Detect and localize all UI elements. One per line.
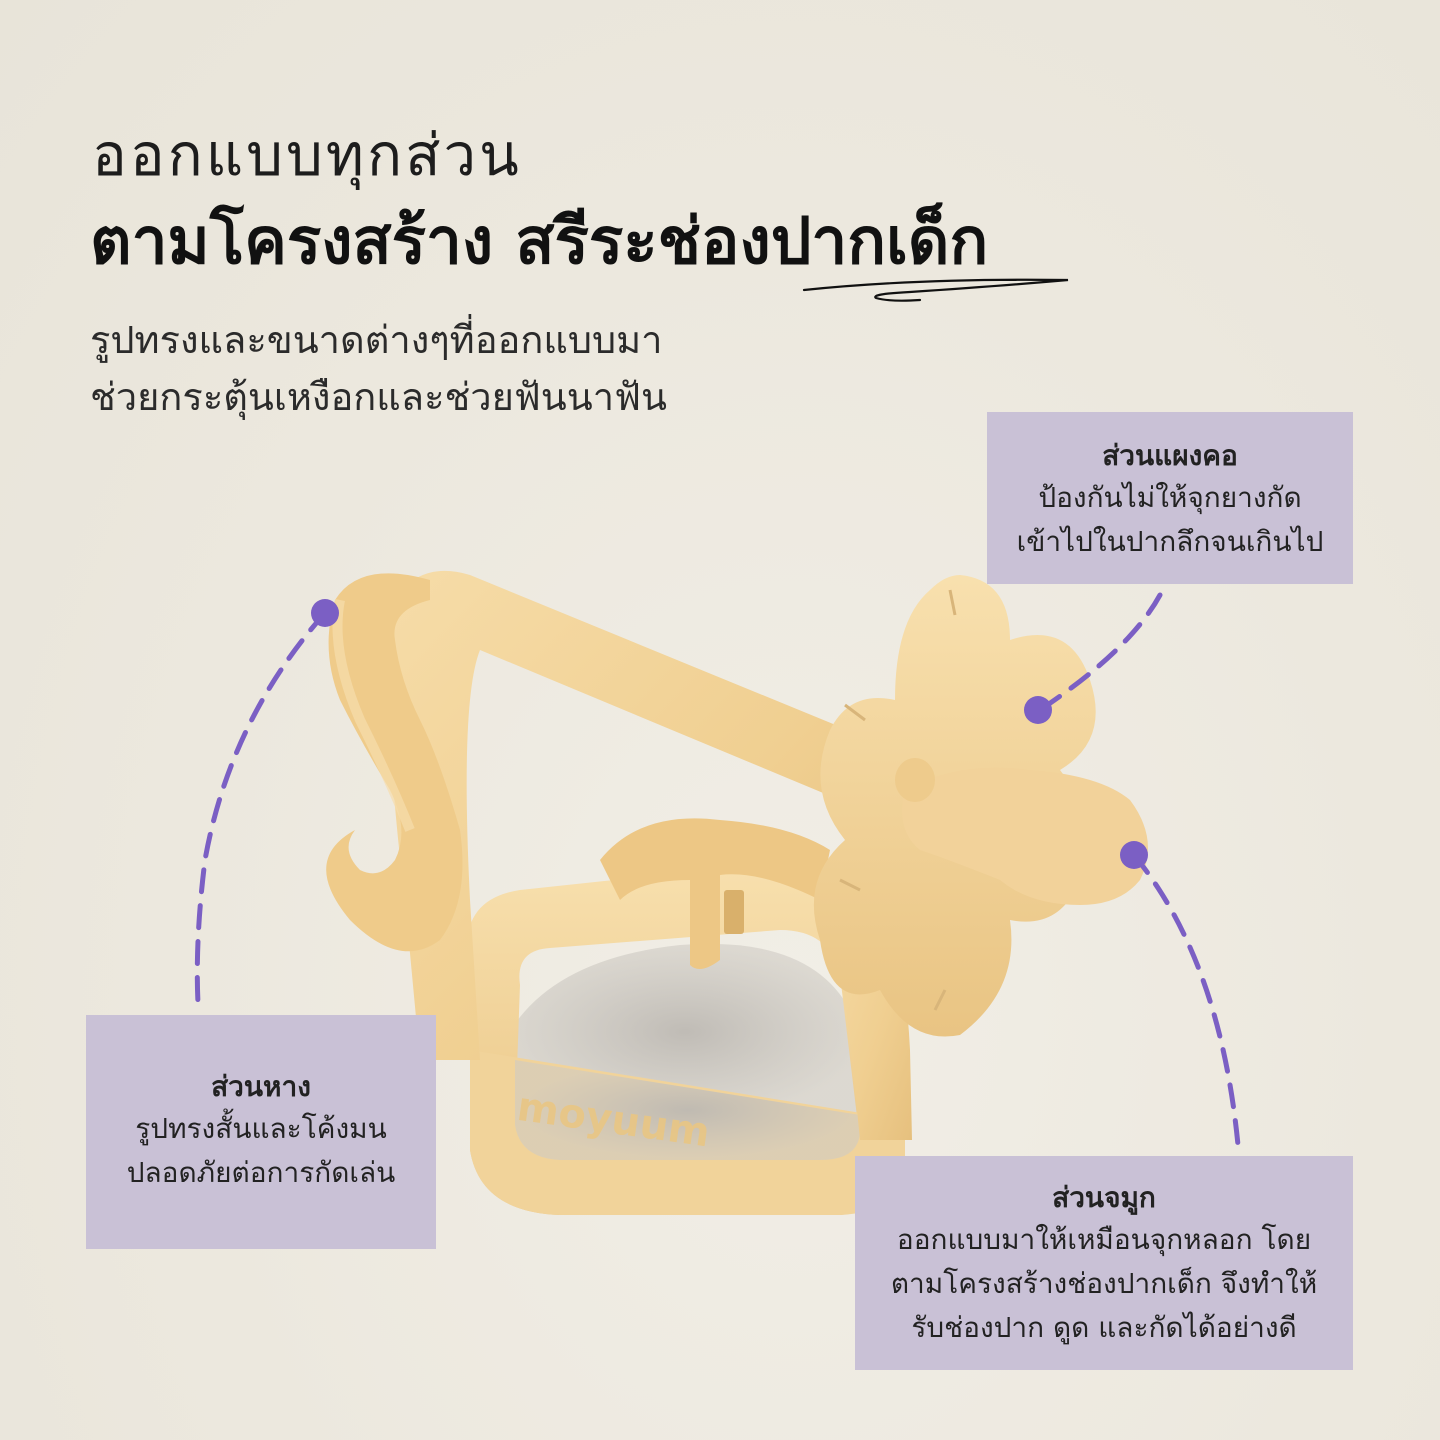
left-pillar	[389, 570, 860, 1060]
callout-nose-line-2: ตามโครงสร้างช่องปากเด็ก จึงทำให้	[890, 1267, 1318, 1300]
connector-nose	[1131, 852, 1241, 1148]
connector-neck	[1037, 592, 1163, 713]
callout-neck: ส่วนแผงคอ ป้องกันไม่ให้จุกยางกัด เข้าไปใ…	[987, 412, 1353, 584]
tail	[326, 573, 463, 952]
nose-nipple	[902, 767, 1148, 905]
callout-tail-line-2: ปลอดภัยต่อการกัดเล่น	[126, 1156, 396, 1189]
title-line-1: ออกแบบทุกส่วน	[92, 121, 522, 189]
neck-dot	[1024, 696, 1052, 724]
callout-neck-title: ส่วนแผงคอ	[1102, 439, 1238, 472]
callout-tail-line-1: รูปทรงสั้นและโค้งมน	[135, 1112, 387, 1145]
callout-tail-title: ส่วนหาง	[211, 1070, 311, 1103]
subtitle: รูปทรงและขนาดต่างๆที่ออกแบบมา ช่วยกระตุ้…	[90, 312, 667, 426]
nose-dot	[1120, 841, 1148, 869]
tail-dot	[311, 599, 339, 627]
title-line-2: ตามโครงสร้าง สรีระช่องปากเด็ก	[90, 205, 989, 279]
subtitle-line-2: ช่วยกระตุ้นเหงือกและช่วยฟันนาฟัน	[90, 375, 667, 419]
connector-tail	[194, 610, 328, 1006]
callout-nose-line-1: ออกแบบมาให้เหมือนจุกหลอก โดย	[896, 1223, 1312, 1256]
callout-tail: ส่วนหาง รูปทรงสั้นและโค้งมน ปลอดภัยต่อกา…	[86, 1015, 436, 1249]
underline-swoosh	[802, 278, 1069, 302]
subtitle-line-1: รูปทรงและขนาดต่างๆที่ออกแบบมา	[90, 318, 663, 362]
callout-nose: ส่วนจมูก ออกแบบมาให้เหมือนจุกหลอก โดย ตา…	[855, 1156, 1353, 1370]
callout-nose-title: ส่วนจมูก	[1052, 1181, 1156, 1214]
callout-nose-line-3: รับช่องปาก ดูด และกัดได้อย่างดี	[911, 1311, 1297, 1344]
callout-neck-line-1: ป้องกันไม่ให้จุกยางกัด	[1038, 481, 1302, 514]
clip	[600, 818, 830, 969]
callout-neck-line-2: เข้าไปในปากลึกจนเกินไป	[1016, 525, 1324, 558]
